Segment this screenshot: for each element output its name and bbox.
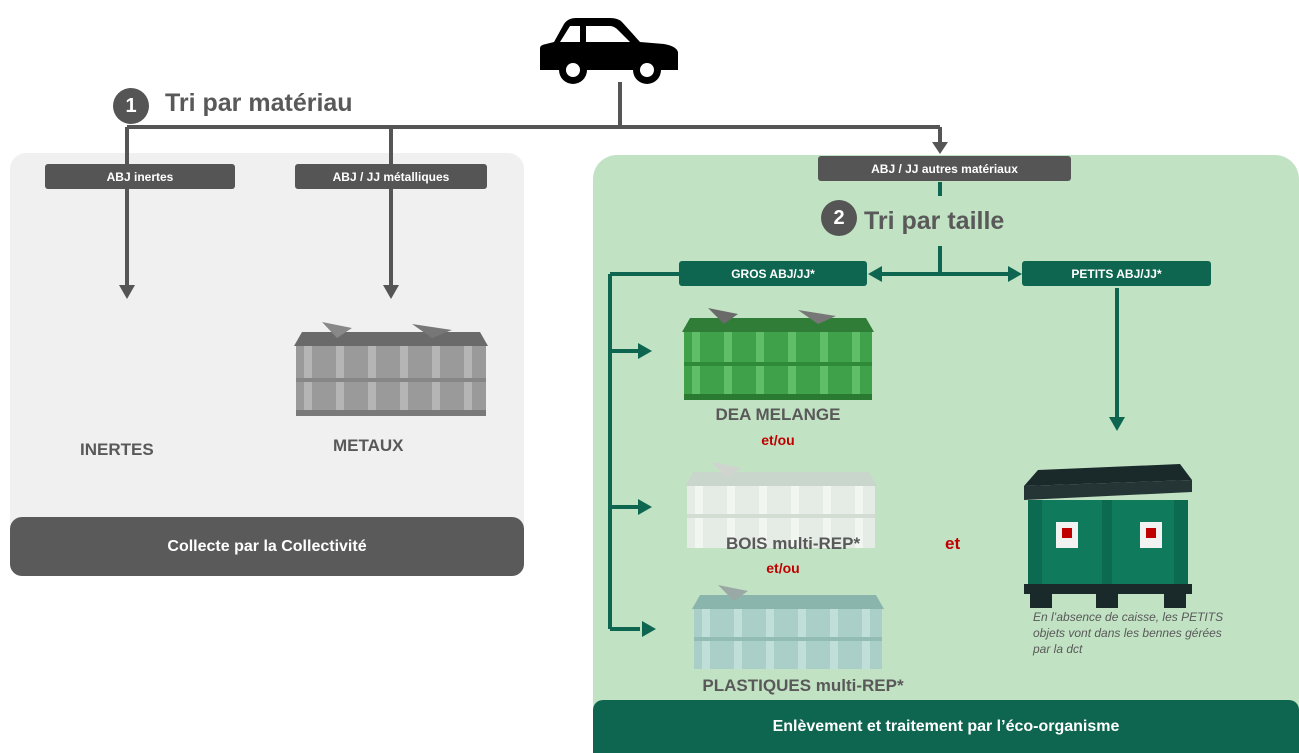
car-icon	[536, 14, 682, 84]
label-metaux: METAUX	[333, 436, 404, 455]
dea-bin-image	[680, 306, 876, 402]
tag-abj-metalliques: ABJ / JJ métalliques	[295, 164, 487, 189]
label-inertes: INERTES	[80, 440, 154, 459]
step-1-title: Tri par matériau	[165, 89, 353, 117]
bois-bin-image	[683, 460, 879, 554]
label-dea-melange: DEA MELANGE	[715, 405, 841, 424]
label-plastiques: PLASTIQUES multi-REP*	[702, 676, 904, 695]
tag-petits: PETITS ABJ/JJ*	[1022, 261, 1211, 286]
conjunction-etou-2: et/ou	[766, 560, 800, 576]
footer-eco-organisme: Enlèvement et traitement par l’éco-organ…	[593, 700, 1299, 753]
plastiques-bin-image	[690, 583, 886, 675]
label-bois: BOIS multi-REP*	[725, 534, 861, 553]
step-2-badge: 2	[821, 200, 857, 236]
step-1-badge: 1	[113, 88, 149, 124]
footer-collectivite: Collecte par la Collectivité	[10, 517, 524, 576]
tag-abj-autres: ABJ / JJ autres matériaux	[818, 156, 1071, 181]
conjunction-etou-1: et/ou	[761, 432, 795, 448]
note-petits-objets: En l’absence de caisse, les PETITS objet…	[1033, 610, 1224, 656]
tag-gros: GROS ABJ/JJ*	[679, 261, 867, 286]
step-2-title: Tri par taille	[864, 207, 1005, 235]
conjunction-et: et	[945, 534, 961, 553]
tag-abj-inertes: ABJ inertes	[45, 164, 235, 189]
metal-bin-image	[292, 318, 490, 418]
crate-image	[1020, 460, 1195, 610]
